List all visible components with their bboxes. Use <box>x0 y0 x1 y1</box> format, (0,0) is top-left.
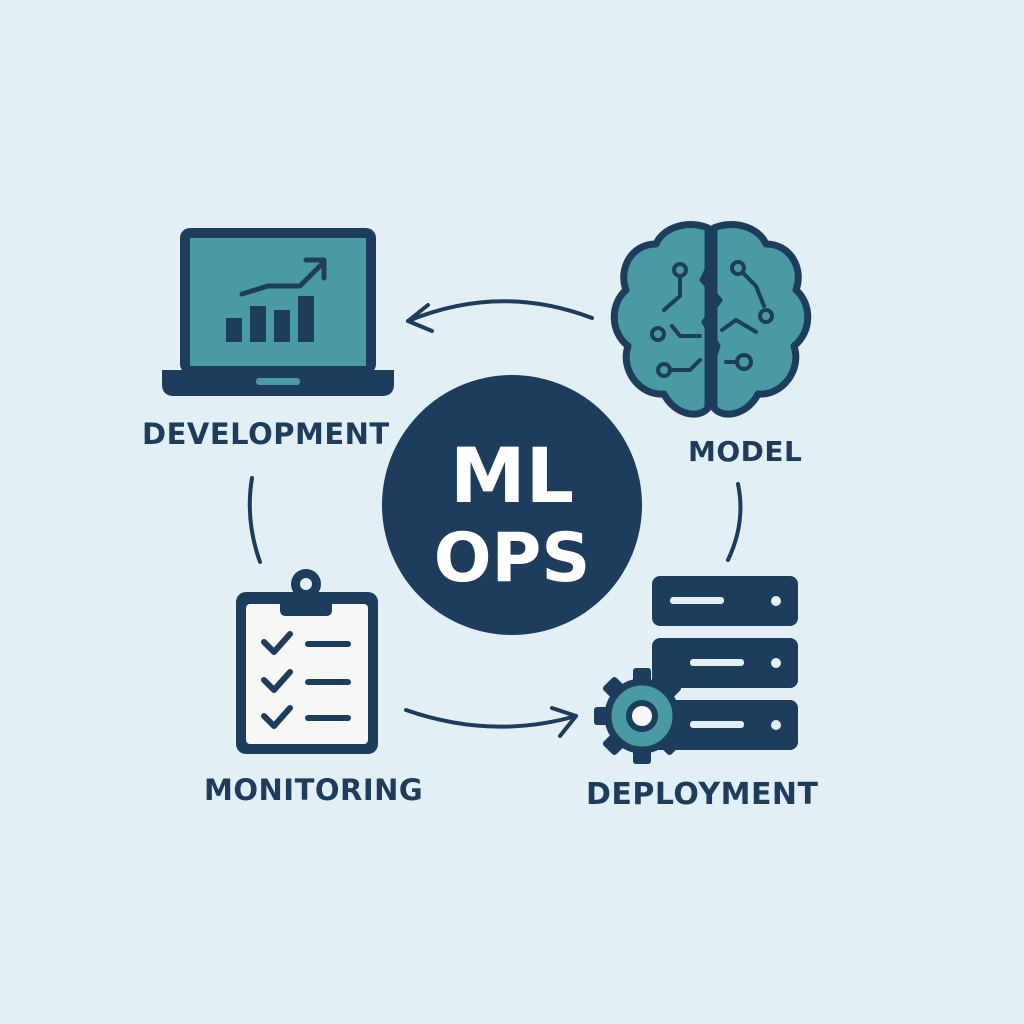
brain-circuit-icon <box>610 221 812 418</box>
arc-development-to-monitoring <box>247 476 262 564</box>
stage-label-monitoring: MONITORING <box>204 773 424 807</box>
stage-label-deployment: DEPLOYMENT <box>586 777 819 812</box>
clipboard-checklist-icon <box>236 569 378 754</box>
arrow-monitoring-to-deployment <box>404 706 578 738</box>
arrow-model-to-development <box>406 299 594 333</box>
stage-label-model: MODEL <box>688 435 803 468</box>
server-gear-icon <box>594 576 798 764</box>
center-title-line-2: OPS <box>433 519 591 598</box>
center-title-line-1: ML <box>449 431 575 520</box>
center-circle <box>382 375 642 635</box>
laptop-chart-icon <box>162 228 394 396</box>
stage-label-development: DEVELOPMENT <box>142 417 390 451</box>
arc-model-to-deployment <box>726 482 743 562</box>
